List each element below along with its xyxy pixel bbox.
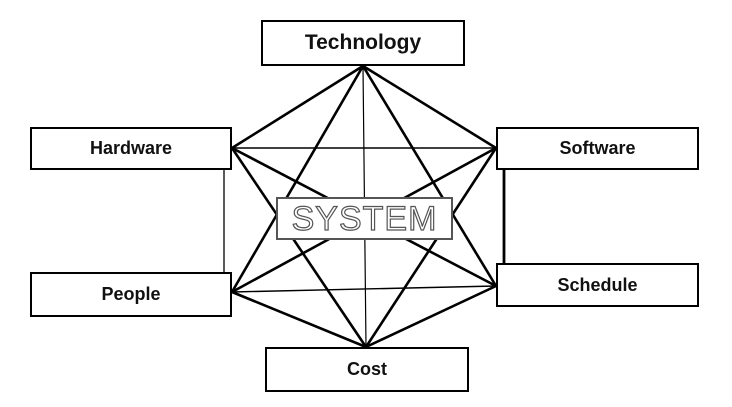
connection-schedule-cost [365, 284, 497, 349]
cost-label: Cost [347, 359, 387, 379]
hardware-label: Hardware [89, 138, 173, 158]
schedule-label: Schedule [557, 274, 638, 295]
system-label: SYSTEM [291, 199, 438, 238]
software-node: Software [496, 127, 699, 170]
people-node: People [30, 272, 232, 317]
technology-label: Technology [304, 31, 422, 54]
system-center-box: SYSTEM [276, 197, 453, 240]
technology-node: Technology [261, 20, 465, 66]
connection-software-cost [364, 147, 498, 348]
cost-node: Cost [265, 347, 469, 392]
connection-technology-hardware [231, 64, 364, 150]
connection-technology-schedule [361, 65, 498, 287]
connection-hardware-cost [230, 147, 368, 348]
software-label: Software [559, 138, 636, 158]
connection-people-cost [231, 290, 367, 349]
connection-people-schedule [231, 285, 497, 293]
schedule-node: Schedule [496, 263, 699, 307]
connection-technology-software [362, 64, 497, 150]
connection-technology-people [230, 65, 365, 293]
hardware-node: Hardware [30, 127, 232, 170]
people-label: People [101, 284, 161, 304]
